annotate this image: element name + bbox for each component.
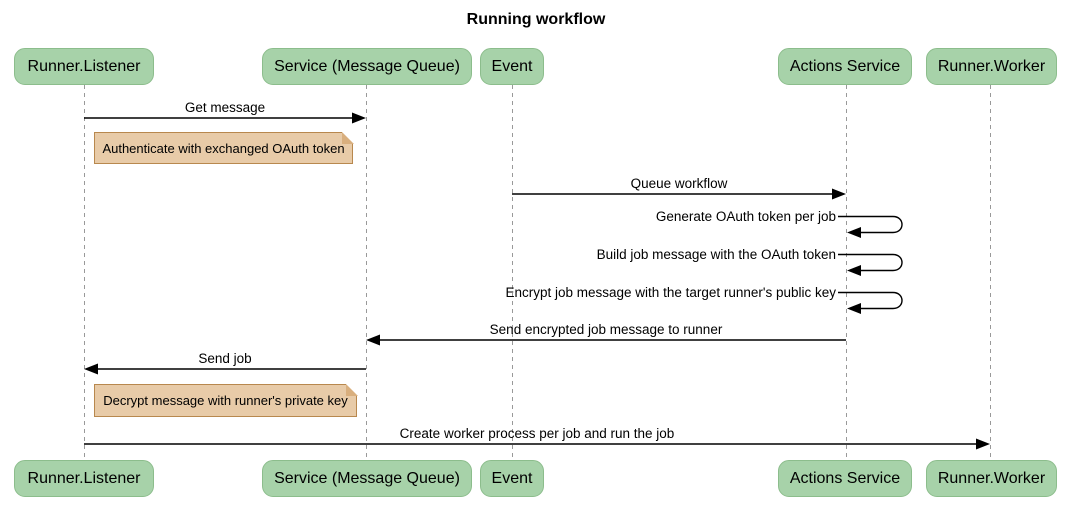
message-label-build-job-message: Build job message with the OAuth token [596, 247, 836, 262]
arrowhead-send-job [84, 363, 98, 375]
message-label-send-encrypted-job: Send encrypted job message to runner [489, 322, 723, 337]
message-label-encrypt-job-message: Encrypt job message with the target runn… [505, 285, 837, 300]
actor-runner-listener-bottom: Runner.Listener [14, 460, 154, 497]
arrowhead-queue-workflow [832, 188, 846, 200]
arrowhead-encrypt-job-message [847, 303, 861, 314]
actor-service-message-queue-bottom: Service (Message Queue) [262, 460, 472, 497]
diagram-title: Running workflow [466, 11, 606, 28]
message-lines [84, 117, 977, 445]
note-decrypt-private-key: Decrypt message with runner's private ke… [94, 383, 358, 417]
self-loop-build-job-message [838, 253, 903, 272]
note-decrypt-private-key-text: Decrypt message with runner's private ke… [103, 393, 348, 408]
actor-event-top: Event [480, 48, 544, 85]
arrowhead-build-job-message [847, 265, 861, 276]
message-label-generate-oauth-token: Generate OAuth token per job [655, 209, 836, 224]
arrowhead-generate-oauth-token [847, 227, 861, 238]
note-fold-corner-icon [341, 131, 354, 144]
self-loop-encrypt-job-message [838, 291, 903, 310]
arrowhead-get-message [352, 112, 366, 124]
arrowhead-create-worker [976, 438, 990, 450]
note-authenticate-oauth-text: Authenticate with exchanged OAuth token [102, 140, 345, 156]
lifelines [84, 85, 991, 460]
self-loop-generate-oauth-token [838, 215, 903, 234]
arrowheads [84, 112, 990, 450]
actor-runner-worker-bottom: Runner.Worker [926, 460, 1057, 497]
note-fold-corner-icon [345, 383, 358, 396]
message-label-send-job: Send job [198, 351, 252, 366]
actor-actions-service-top: Actions Service [778, 48, 912, 85]
actor-runner-listener-top: Runner.Listener [14, 48, 154, 85]
note-authenticate-oauth: Authenticate with exchanged OAuth token [94, 131, 354, 164]
message-label-create-worker: Create worker process per job and run th… [399, 426, 675, 441]
message-label-get-message: Get message [184, 100, 266, 115]
actor-runner-worker-top: Runner.Worker [926, 48, 1057, 85]
actor-actions-service-bottom: Actions Service [778, 460, 912, 497]
arrowhead-send-encrypted-job [366, 334, 380, 346]
message-label-queue-workflow: Queue workflow [630, 176, 728, 191]
actor-service-message-queue-top: Service (Message Queue) [262, 48, 472, 85]
actor-event-bottom: Event [480, 460, 544, 497]
